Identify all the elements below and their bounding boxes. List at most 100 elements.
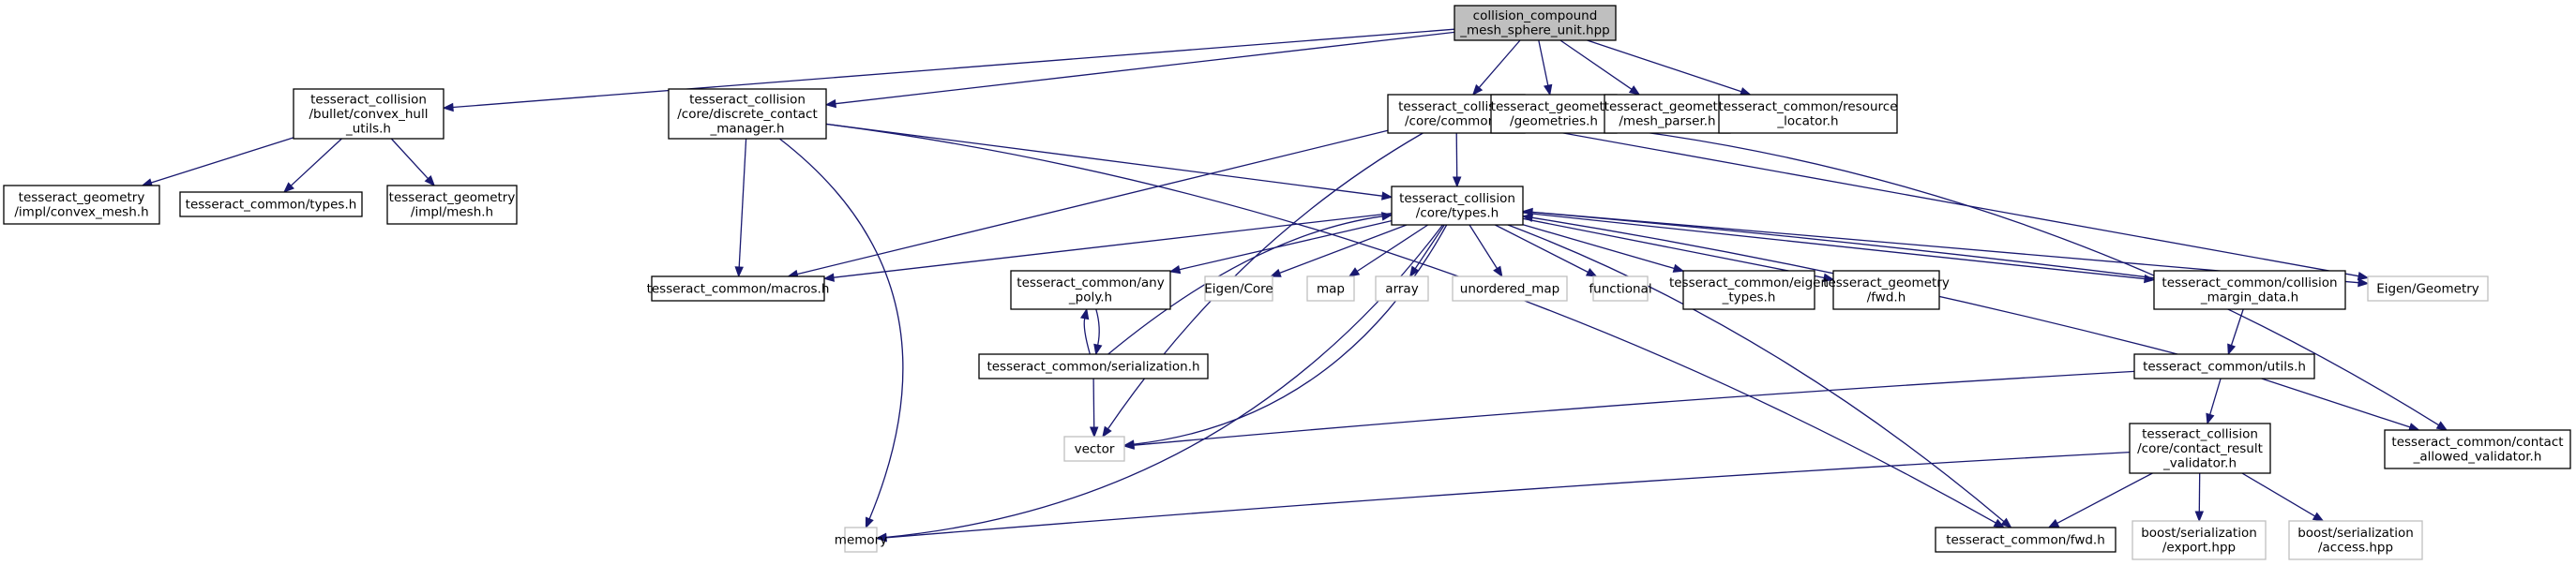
- node-label: _types.h: [1722, 290, 1776, 305]
- node-mesh-parser[interactable]: tesseract_geometry/mesh_parser.h: [1604, 94, 1731, 134]
- node-discrete-contact-manager[interactable]: tesseract_collision/core/discrete_contac…: [668, 88, 827, 140]
- edge-collision_margin_data-to-utils: [2227, 308, 2244, 356]
- node-convex-hull-utils[interactable]: tesseract_collision/bullet/convex_hull_u…: [293, 88, 444, 140]
- edge-line: [1469, 224, 1498, 269]
- edge-core_common-to-eigen_geometry: [1524, 125, 2370, 281]
- edge-line: [2056, 472, 2153, 524]
- edge-line: [1524, 125, 2359, 277]
- node-box: [1604, 94, 1731, 134]
- arrowhead-icon: [1585, 268, 1598, 277]
- node-box: [2133, 353, 2315, 379]
- node-label: _poly.h: [1068, 290, 1112, 305]
- node-contact-result-validator[interactable]: tesseract_collision/core/contact_result_…: [2129, 423, 2271, 474]
- edge-line: [778, 138, 904, 520]
- edge-line: [1478, 39, 1521, 88]
- node-utils[interactable]: tesseract_common/utils.h: [2133, 353, 2315, 379]
- edge-discrete_contact_manager-to-common_fwd: [825, 123, 2006, 528]
- node-box: [1718, 94, 1898, 134]
- node-label: _manager.h: [709, 121, 784, 136]
- node-label: tesseract_common/utils.h: [2143, 359, 2306, 374]
- node-label: tesseract_geometry: [1491, 99, 1618, 114]
- node-box: [179, 191, 363, 217]
- edge-line: [1356, 224, 1429, 273]
- edge-convex_hull_utils-to-convex_mesh: [141, 137, 294, 187]
- node-convex-mesh[interactable]: tesseract_geometry/impl/convex_mesh.h: [3, 185, 160, 225]
- edge-core_types-to-eigen_core: [1269, 224, 1408, 277]
- node-box: [1204, 275, 1273, 302]
- node-label: tesseract_collision: [1398, 99, 1514, 114]
- node-label: tesseract_geometry: [1604, 99, 1731, 114]
- arrowhead-icon: [1380, 212, 1393, 221]
- node-contact-allowed-validator[interactable]: tesseract_common/contact_allowed_validat…: [2384, 429, 2571, 469]
- node-eigen-types[interactable]: tesseract_common/eigen_types.h: [1669, 270, 1829, 310]
- node-geometry-fwd[interactable]: tesseract_geometry/fwd.h: [1823, 270, 1950, 310]
- edges-layer: [141, 28, 2448, 543]
- edge-discrete_contact_manager-to-memory: [778, 138, 904, 529]
- edge-line: [1179, 219, 1393, 271]
- arrowhead-icon: [1381, 191, 1393, 201]
- node-label: unordered_map: [1460, 281, 1559, 296]
- edge-line: [885, 451, 2131, 539]
- node-map: map: [1306, 275, 1355, 302]
- arrowhead-icon: [2357, 271, 2370, 281]
- edge-root-to-convex_hull_utils: [442, 28, 1455, 112]
- arrowhead-icon: [822, 273, 835, 282]
- node-macros[interactable]: tesseract_common/macros.h: [647, 275, 830, 302]
- node-box: [1935, 527, 2117, 553]
- edge-utils-to-contact_allowed_validator: [2261, 378, 2420, 432]
- node-collision-margin-data[interactable]: tesseract_common/collision_margin_data.h: [2153, 270, 2346, 310]
- edge-contact_result_validator-to-boost_access: [2241, 472, 2325, 522]
- node-box: [386, 185, 518, 225]
- node-common-fwd[interactable]: tesseract_common/fwd.h: [1935, 527, 2117, 553]
- node-impl-mesh[interactable]: tesseract_geometry/impl/mesh.h: [386, 185, 518, 225]
- node-resource-locator[interactable]: tesseract_common/resource_locator.h: [1718, 94, 1898, 134]
- node-label: map: [1317, 281, 1345, 296]
- edge-discrete_contact_manager-to-core_types: [825, 123, 1393, 201]
- edge-contact_result_validator-to-memory: [875, 451, 2131, 543]
- edge-line: [1559, 39, 1633, 90]
- edge-root-to-core_common: [1471, 39, 1521, 97]
- edge-line: [796, 129, 1389, 275]
- node-geometries[interactable]: tesseract_geometry/geometries.h: [1490, 94, 1618, 134]
- node-root[interactable]: collision_compound_mesh_sphere_unit.hpp: [1454, 5, 1617, 41]
- node-array: array: [1375, 275, 1429, 302]
- edge-line: [833, 212, 1393, 278]
- edge-line: [738, 138, 747, 268]
- edge-line: [835, 31, 1455, 105]
- arrowhead-icon: [1672, 263, 1685, 273]
- arrowhead-icon: [1543, 83, 1553, 97]
- node-core-types[interactable]: tesseract_collision/core/types.h: [1391, 186, 1524, 226]
- node-eigen-geometry: Eigen/Geometry: [2367, 275, 2489, 302]
- node-box: [978, 353, 1209, 379]
- node-label: tesseract_collision: [2142, 426, 2258, 441]
- node-common-types[interactable]: tesseract_common/types.h: [179, 191, 363, 217]
- edge-core_types-to-array: [1409, 224, 1445, 278]
- edge-line: [1531, 211, 2155, 279]
- edge-line: [825, 123, 1996, 524]
- node-serialization[interactable]: tesseract_common/serialization.h: [978, 353, 1209, 379]
- node-label: _utils.h: [345, 121, 391, 136]
- node-any-poly[interactable]: tesseract_common/any_poly.h: [1010, 270, 1171, 310]
- node-box: [651, 275, 825, 302]
- edge-core_types-to-geometry_fwd: [1522, 217, 1835, 283]
- arrowhead-icon: [865, 516, 874, 529]
- node-box: [1682, 270, 1815, 310]
- edge-utils-to-contact_result_validator: [2206, 378, 2222, 425]
- arrowhead-icon: [824, 98, 836, 109]
- edge-core_common-to-contact_allowed_validator: [1524, 118, 2448, 431]
- node-box: [293, 88, 444, 140]
- node-label: /core/discrete_contact: [677, 107, 818, 122]
- edge-line: [1133, 370, 2135, 446]
- edge-line: [1522, 212, 2146, 280]
- arrowhead-icon: [1168, 264, 1182, 275]
- node-box: [1391, 186, 1524, 226]
- edge-line: [1133, 224, 1448, 445]
- edge-line: [151, 137, 294, 184]
- edge-line: [390, 138, 429, 180]
- edge-contact_result_validator-to-common_fwd: [2047, 472, 2153, 528]
- arrowhead-icon: [1348, 267, 1361, 277]
- node-box: [1454, 5, 1617, 41]
- node-box: [1306, 275, 1355, 302]
- node-label: /core/common.h: [1405, 114, 1508, 129]
